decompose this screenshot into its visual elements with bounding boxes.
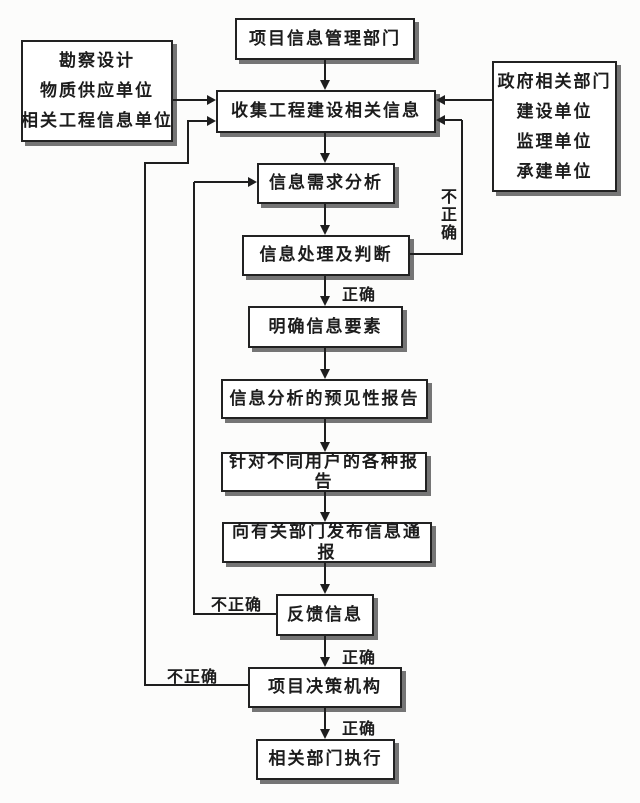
right-source-item: 建设单位 bbox=[516, 101, 593, 121]
arrowhead-userreports-to-publish bbox=[320, 512, 330, 522]
left-source-item: 物质供应单位 bbox=[40, 81, 154, 100]
connector-collect-to-demand bbox=[324, 133, 326, 153]
connector-userreports-to-publish bbox=[324, 492, 326, 512]
arrowhead-foresight-to-userreports bbox=[320, 442, 330, 452]
node-user-reports: 针对不同用户的各种报告 bbox=[221, 452, 427, 492]
label-correct-feedback: 正确 bbox=[342, 650, 377, 667]
connector-process-return-riser bbox=[461, 120, 463, 255]
node-feedback-info: 反馈信息 bbox=[276, 594, 374, 636]
connector-dept-to-collect bbox=[324, 60, 326, 80]
arrowhead-collect-to-demand bbox=[320, 153, 330, 163]
arrowhead-dept-to-collect bbox=[320, 80, 330, 90]
label-incorrect-feedback: 不正确 bbox=[211, 597, 263, 614]
node-left-sources: 勘察设计 物质供应单位 相关工程信息单位 bbox=[21, 40, 173, 142]
arrowhead-clarify-to-foresight bbox=[320, 369, 330, 379]
arrowhead-publish-to-feedback bbox=[320, 584, 330, 594]
connector-decision-return-jog bbox=[144, 162, 189, 164]
arrowhead-feedback-return bbox=[248, 177, 257, 187]
node-clarify-elements: 明确信息要素 bbox=[248, 306, 403, 348]
node-decision-body: 项目决策机构 bbox=[248, 667, 402, 708]
connector-decision-return-bottom bbox=[145, 684, 248, 686]
node-execute-depts: 相关部门执行 bbox=[256, 739, 395, 780]
connector-decision-return-riser bbox=[144, 162, 146, 686]
left-source-item: 勘察设计 bbox=[59, 51, 135, 70]
node-collect-info: 收集工程建设相关信息 bbox=[216, 90, 436, 133]
label-incorrect-decision: 不正确 bbox=[167, 669, 219, 686]
arrowhead-process-return bbox=[436, 115, 445, 125]
label-incorrect-process: 不正确 bbox=[438, 188, 455, 242]
connector-feedback-to-decision bbox=[324, 636, 326, 657]
arrowhead-leftsources-to-collect bbox=[207, 95, 216, 105]
node-demand-analysis: 信息需求分析 bbox=[257, 163, 395, 204]
arrowhead-feedback-to-decision bbox=[320, 657, 330, 667]
connector-decision-return-top bbox=[188, 120, 207, 122]
connector-demand-to-process bbox=[324, 204, 326, 225]
arrowhead-demand-to-process bbox=[320, 225, 330, 235]
connector-feedback-return-bottom bbox=[194, 613, 276, 615]
connector-publish-to-feedback bbox=[324, 563, 326, 584]
connector-feedback-return-top bbox=[194, 181, 248, 183]
arrowhead-process-to-clarify bbox=[320, 296, 330, 306]
connector-clarify-to-foresight bbox=[324, 348, 326, 369]
right-source-item: 承建单位 bbox=[516, 161, 593, 181]
label-correct-process: 正确 bbox=[342, 287, 377, 304]
label-correct-decision: 正确 bbox=[342, 721, 377, 738]
connector-process-to-clarify bbox=[324, 276, 326, 296]
right-source-item: 监理单位 bbox=[516, 131, 593, 151]
node-project-info-dept: 项目信息管理部门 bbox=[235, 18, 415, 60]
connector-leftsources-to-collect bbox=[173, 99, 207, 101]
connector-feedback-return-riser bbox=[193, 182, 195, 615]
right-source-item: 政府相关部门 bbox=[497, 71, 612, 91]
connector-decision-to-execute bbox=[324, 708, 326, 729]
node-right-sources: 政府相关部门 建设单位 监理单位 承建单位 bbox=[492, 61, 617, 192]
node-foresight-report: 信息分析的预见性报告 bbox=[221, 379, 428, 419]
arrowhead-rightsources-to-collect bbox=[436, 95, 445, 105]
left-source-item: 相关工程信息单位 bbox=[21, 111, 173, 130]
connector-decision-return-riser2 bbox=[187, 120, 189, 164]
connector-foresight-to-userreports bbox=[324, 419, 326, 442]
connector-process-return-bottom bbox=[410, 253, 463, 255]
arrowhead-decision-return bbox=[207, 116, 216, 126]
arrowhead-decision-to-execute bbox=[320, 729, 330, 739]
connector-process-return-top bbox=[445, 119, 462, 121]
connector-rightsources-to-collect bbox=[445, 99, 492, 101]
node-processing-judgment: 信息处理及判断 bbox=[242, 235, 410, 276]
node-publish-notice: 向有关部门发布信息通报 bbox=[222, 522, 432, 563]
